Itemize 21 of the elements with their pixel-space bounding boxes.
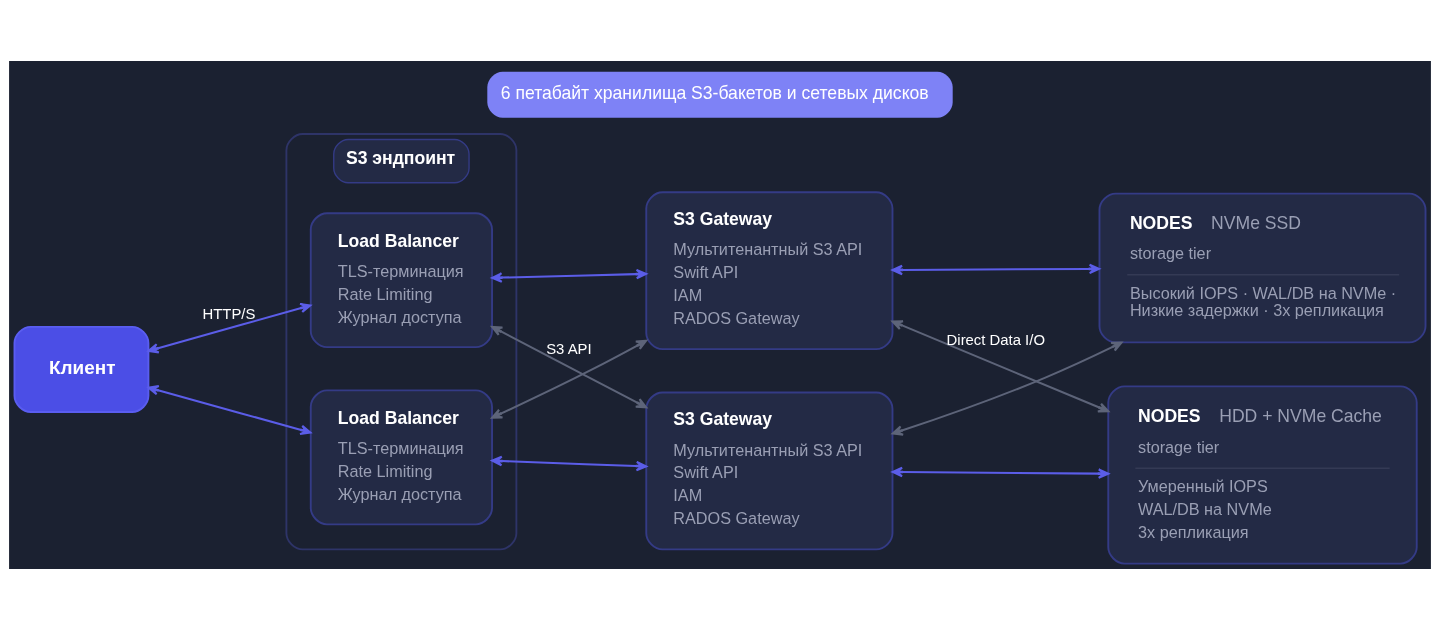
arrow bbox=[491, 325, 648, 408]
edge-label: Direct Data I/O bbox=[946, 331, 1045, 348]
arrow bbox=[491, 268, 648, 283]
arrow bbox=[891, 341, 1123, 436]
node-box: Клиент bbox=[13, 325, 150, 413]
arrow bbox=[147, 302, 312, 353]
arrow bbox=[491, 455, 648, 471]
edge-label: HTTP/S bbox=[202, 305, 256, 322]
edge-label: S3 API bbox=[546, 340, 592, 357]
node-box: Load Balancer TLS-терминация Rate Limiting Журнал доступа bbox=[309, 211, 493, 348]
arrow bbox=[891, 263, 1101, 275]
arrow bbox=[491, 339, 648, 419]
node-box: Load Balancer TLS-терминация Rate Limiting Журнал доступа bbox=[309, 388, 493, 525]
node-box: NODES HDD + NVMe Cache storage tier Умеренный IOPS WAL/DB на NVMe 3x репликация bbox=[1107, 384, 1418, 565]
node-box: NODES NVMe SSD storage tier Высокий IOPS · WAL/DB на NVMe · Низкие задержки · 3x репликация bbox=[1098, 192, 1427, 343]
arrow bbox=[891, 319, 1110, 413]
node-box: S3 Gateway Мультитенантный S3 API Swift API IAM RADOS Gateway bbox=[645, 190, 894, 350]
arrow bbox=[891, 466, 1110, 479]
diagram-title: 6 петабайт хранилища S3-бакетов и сетевых дисков bbox=[500, 82, 929, 103]
node-box: S3 Gateway Мультитенантный S3 API Swift API IAM RADOS Gateway bbox=[645, 391, 894, 550]
arrow bbox=[147, 384, 312, 435]
